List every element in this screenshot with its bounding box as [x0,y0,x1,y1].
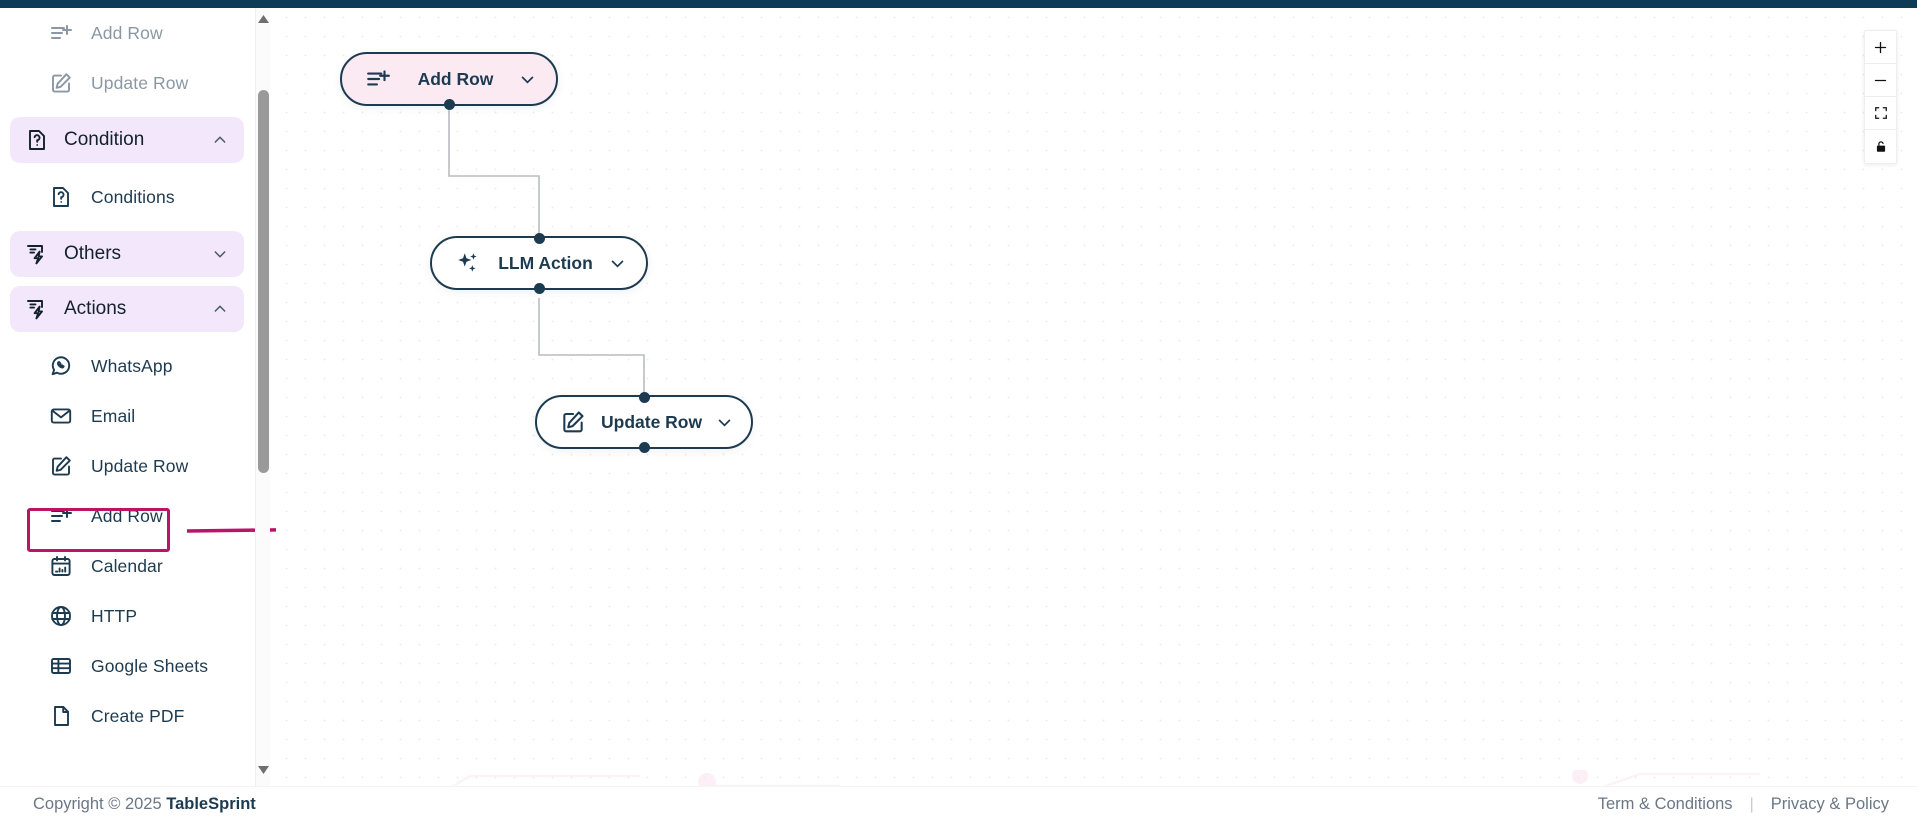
zoom-out-button[interactable] [1865,64,1896,97]
sidebar-item-label: Conditions [91,186,175,207]
sidebar-item-add-row[interactable]: Add Row [0,491,262,541]
add-row-icon [48,503,74,529]
fit-view-button[interactable] [1865,97,1896,130]
app-header-bar [0,0,1917,8]
sidebar-scrollbar-thumb[interactable] [258,90,269,473]
node-input-port[interactable] [638,391,650,403]
copyright-prefix: Copyright © 2025 [33,795,167,813]
flow-node-label: Add Row [417,68,494,89]
sidebar-item-label: HTTP [91,605,138,626]
sidebar-item-label: Update Row [91,72,189,93]
add-row-icon [48,20,74,46]
chevron-down-icon[interactable] [519,71,536,88]
pdf-icon [48,703,74,729]
flow-node-label: Update Row [601,411,703,432]
sidebar-section-label: Others [64,243,122,264]
sidebar-item-google-sheets[interactable]: Google Sheets [0,641,262,691]
sidebar-section-others[interactable]: Others [10,231,244,277]
page-footer: Copyright © 2025 TableSprint Term & Cond… [0,786,1917,822]
node-output-port[interactable] [533,282,545,294]
sheets-icon [48,653,74,679]
flow-node-llm-action[interactable]: LLM Action [430,232,648,294]
zoom-in-button[interactable] [1865,31,1896,64]
condition-icon [24,127,50,153]
canvas-controls [1864,30,1897,164]
sidebar-section-condition[interactable]: Condition [10,117,244,163]
sidebar-item-add-row-disabled[interactable]: Add Row [0,8,262,58]
sparkle-icon [454,249,482,277]
sidebar-section-label: Actions [64,298,127,319]
plus-icon [1874,41,1887,53]
sidebar-scrollbar[interactable] [255,8,270,795]
copyright-text: Copyright © 2025 TableSprint [33,795,256,814]
sidebar-item-label: Add Row [91,505,163,526]
chevron-down-icon[interactable] [212,246,228,262]
actions-icon [24,296,50,322]
chevron-up-icon[interactable] [212,301,228,317]
chevron-up-icon[interactable] [212,132,228,148]
add-row-icon [364,65,392,93]
sidebar-item-calendar[interactable]: Calendar [0,541,262,591]
sidebar-item-update-row[interactable]: Update Row [0,441,262,491]
lock-button[interactable] [1865,130,1896,163]
node-input-port[interactable] [533,232,545,244]
update-row-icon [559,408,587,436]
chevron-down-icon[interactable] [609,255,626,272]
brand-name: TableSprint [166,795,256,813]
others-icon [24,241,50,267]
update-row-icon [48,453,74,479]
minus-icon [1874,79,1887,81]
sidebar-item-label: Email [91,405,136,426]
condition-icon [48,184,74,210]
flow-node-label: LLM Action [498,252,593,273]
terms-link[interactable]: Term & Conditions [1597,795,1733,813]
footer-link-separator: | [1749,795,1754,813]
sidebar-item-label: Update Row [91,455,189,476]
globe-icon [48,603,74,629]
whatsapp-icon [48,353,74,379]
sidebar-item-label: WhatsApp [91,355,173,376]
flow-node-add-row[interactable]: Add Row [340,52,558,110]
node-output-port[interactable] [638,441,650,453]
scroll-up-arrow-icon[interactable] [256,10,271,28]
edge-layer [448,106,651,452]
sidebar-item-label: Calendar [91,555,163,576]
sidebar-item-email[interactable]: Email [0,391,262,441]
scroll-down-arrow-icon[interactable] [256,761,271,779]
update-row-icon [48,70,74,96]
email-icon [48,403,74,429]
sidebar-item-label: Add Row [91,22,163,43]
fit-view-icon [1874,107,1887,119]
workflow-canvas[interactable]: Add Row LLM Action [277,8,1917,795]
sidebar-item-http[interactable]: HTTP [0,591,262,641]
sidebar-item-label: Google Sheets [91,655,209,676]
privacy-link[interactable]: Privacy & Policy [1770,795,1889,813]
chevron-down-icon[interactable] [716,414,733,431]
sidebar-item-whatsapp[interactable]: WhatsApp [0,341,262,391]
sidebar-item-conditions[interactable]: Conditions [0,172,262,222]
lock-icon [1876,141,1885,152]
flow-node-update-row[interactable]: Update Row [535,391,753,453]
sidebar-section-label: Condition [64,129,145,150]
sidebar-item-create-pdf[interactable]: Create PDF [0,691,262,741]
sidebar-section-actions[interactable]: Actions [10,286,244,332]
footer-links: Term & Conditions | Privacy & Policy [1598,795,1889,814]
sidebar-item-update-row-disabled[interactable]: Update Row [0,58,262,108]
node-output-port[interactable] [443,98,455,110]
sidebar-item-label: Create PDF [91,705,185,726]
calendar-icon [48,553,74,579]
